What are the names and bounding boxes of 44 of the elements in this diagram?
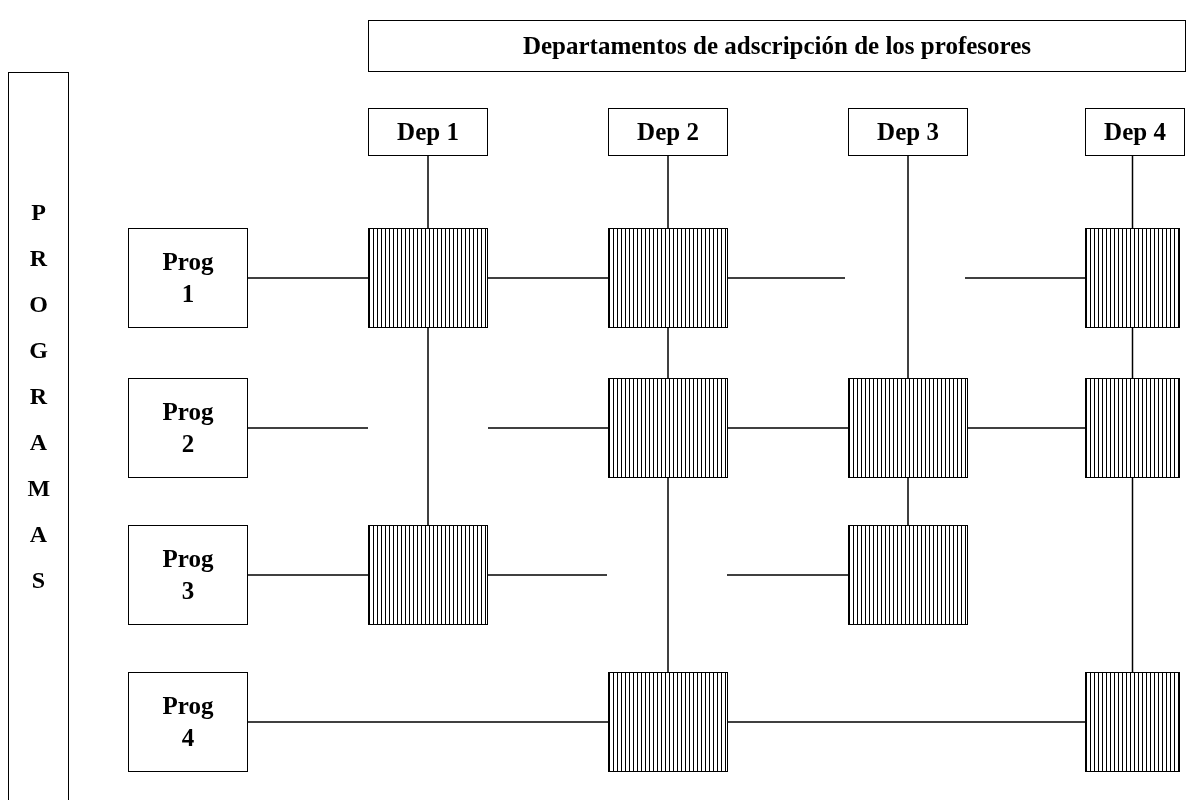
connector-line: [727, 427, 849, 429]
connector-line: [667, 327, 669, 379]
connector-line: [1131, 327, 1134, 379]
connector-line: [967, 427, 1086, 429]
connector-line: [964, 277, 1086, 279]
hatched-block: [608, 672, 728, 772]
hatched-block: [1085, 228, 1180, 328]
program-box: Prog 2: [128, 378, 248, 478]
department-box: Dep 3: [848, 108, 968, 156]
program-box: Prog 1: [128, 228, 248, 328]
connector-line: [247, 277, 369, 279]
program-box: Prog 3: [128, 525, 248, 625]
heading-box: Departamentos de adscripción de los profesores: [368, 20, 1186, 72]
hatched-block: [608, 228, 728, 328]
hatched-block: [608, 378, 728, 478]
connector-line: [1131, 155, 1134, 229]
vertical-label: PROGRAMAS: [27, 198, 50, 595]
hatched-block: [1085, 672, 1180, 772]
connector-line: [487, 277, 609, 279]
connector-line: [247, 427, 369, 429]
hatched-block: [848, 378, 968, 478]
hatched-block: [1085, 378, 1180, 478]
hatched-block: [368, 525, 488, 625]
connector-line: [907, 155, 909, 379]
department-box: Dep 2: [608, 108, 728, 156]
connector-line: [427, 327, 429, 526]
connector-line: [667, 477, 669, 673]
connector-line: [727, 721, 1086, 723]
side-label-box: [8, 72, 69, 800]
department-box: Dep 1: [368, 108, 488, 156]
hatched-block: [848, 525, 968, 625]
connector-line: [247, 574, 369, 576]
connector-line: [247, 721, 609, 723]
department-box: Dep 4: [1085, 108, 1185, 156]
connector-line: [907, 477, 909, 526]
program-box: Prog 4: [128, 672, 248, 772]
connector-line: [667, 155, 669, 229]
connector-line: [427, 155, 429, 229]
connector-line: [727, 277, 846, 279]
connector-line: [1131, 477, 1134, 673]
connector-line: [487, 574, 608, 576]
connector-line: [726, 574, 849, 576]
hatched-block: [368, 228, 488, 328]
connector-line: [487, 427, 609, 429]
